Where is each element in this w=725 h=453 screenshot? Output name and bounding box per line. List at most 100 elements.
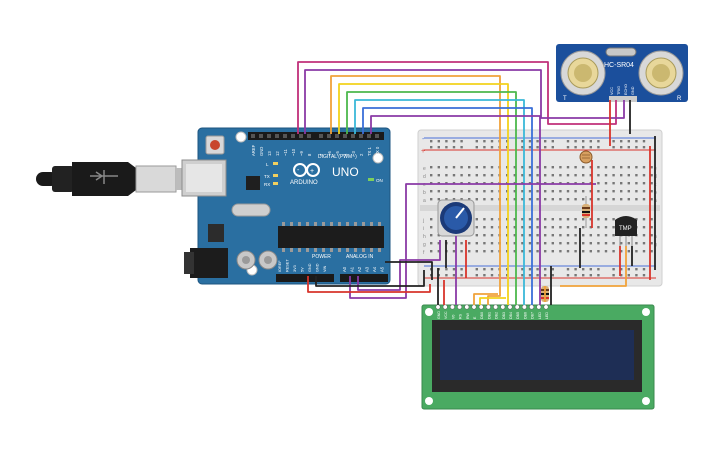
wire-purple-lcd	[370, 115, 541, 305]
terminal-hole	[468, 250, 471, 253]
terminal-hole	[528, 250, 532, 253]
lcd-pin	[514, 304, 520, 310]
rail-hole	[528, 268, 532, 271]
terminal-hole	[536, 166, 539, 169]
terminal-hole	[597, 166, 600, 169]
terminal-hole	[650, 242, 653, 245]
rail-hole	[635, 146, 638, 149]
wire-red-5v	[307, 276, 431, 293]
terminal-hole	[612, 166, 615, 169]
terminal-hole	[544, 250, 547, 253]
rail-plus-top: +	[421, 148, 425, 155]
terminal-hole	[437, 198, 440, 201]
power-pin-label: 5V	[301, 267, 305, 272]
lcd-pin	[464, 304, 470, 310]
row-letter: b	[423, 190, 426, 196]
terminal-hole	[612, 190, 615, 193]
terminal-hole	[551, 198, 554, 201]
terminal-hole	[566, 250, 570, 253]
rail-hole	[627, 274, 630, 277]
terminal-hole	[430, 166, 433, 169]
digital-pin-label: GND	[259, 147, 264, 156]
rail-hole	[536, 146, 539, 149]
rail-hole	[566, 274, 570, 277]
terminal-hole	[559, 242, 562, 245]
rail-hole	[475, 146, 478, 149]
terminal-hole	[597, 182, 600, 185]
terminal-hole	[544, 198, 547, 201]
terminal-hole	[445, 174, 448, 177]
lcd-pin	[435, 304, 441, 310]
lcd-pin-label: DB5	[516, 312, 520, 319]
terminal-hole	[536, 226, 539, 229]
row-letter: j	[653, 218, 655, 224]
terminal-hole	[650, 190, 653, 193]
terminal-hole	[574, 218, 577, 221]
lcd-pin-label: V0	[451, 315, 455, 319]
terminal-hole	[589, 174, 592, 177]
row-letter: h	[423, 234, 426, 240]
terminal-hole	[468, 242, 471, 245]
rail-hole	[544, 274, 547, 277]
terminal-hole	[536, 234, 539, 237]
wire-orange-tmp	[560, 246, 627, 287]
terminal-hole	[437, 166, 440, 169]
terminal-hole	[650, 234, 653, 237]
rail-hole	[597, 140, 600, 143]
rail-hole	[475, 140, 478, 143]
terminal-hole	[650, 226, 653, 229]
terminal-hole	[589, 226, 592, 229]
terminal-hole	[513, 250, 516, 253]
terminal-hole	[483, 190, 486, 193]
digital-pin-label: ~6	[327, 151, 332, 156]
lcd-pin-label: LED	[545, 312, 549, 319]
terminal-hole	[551, 250, 554, 253]
terminal-hole	[483, 166, 486, 169]
rail-hole	[566, 268, 570, 271]
terminal-hole	[513, 234, 516, 237]
terminal-hole	[642, 190, 646, 193]
rail-hole	[452, 140, 456, 143]
terminal-hole	[574, 242, 577, 245]
wire-yellow-e	[479, 297, 506, 305]
terminal-hole	[483, 226, 486, 229]
wire-orange-rs	[473, 293, 498, 305]
terminal-hole	[620, 166, 623, 169]
terminal-hole	[528, 242, 532, 245]
terminal-hole	[620, 190, 623, 193]
led-l-label: L	[266, 162, 269, 167]
terminal-hole	[597, 198, 600, 201]
terminal-hole	[513, 218, 516, 221]
digital-pin-label: 4	[343, 153, 348, 156]
rail-hole	[635, 268, 638, 271]
terminal-hole	[604, 166, 608, 169]
lcd-pin	[521, 304, 527, 310]
row-letter: g	[423, 242, 426, 248]
terminal-hole	[566, 198, 570, 201]
rail-hole	[483, 268, 486, 271]
rail-hole	[528, 146, 532, 149]
power-pin-label: VIN	[323, 265, 327, 272]
terminal-hole	[430, 250, 433, 253]
sensor-pin-label: TRIG	[617, 86, 621, 95]
terminal-hole	[430, 198, 433, 201]
terminal-hole	[490, 174, 494, 177]
terminal-hole	[642, 182, 646, 185]
digital-pin-label: ~11	[283, 149, 288, 156]
terminal-hole	[574, 226, 577, 229]
terminal-hole	[536, 198, 539, 201]
rail-hole	[452, 146, 456, 149]
rail-hole	[521, 146, 524, 149]
terminal-hole	[536, 250, 539, 253]
terminal-hole	[566, 190, 570, 193]
rail-hole	[597, 274, 600, 277]
terminal-hole	[437, 250, 440, 253]
terminal-hole	[544, 234, 547, 237]
terminal-hole	[604, 182, 608, 185]
terminal-hole	[536, 218, 539, 221]
lcd-pin-label: E	[473, 316, 477, 319]
resistor-breadboard	[582, 196, 590, 228]
rail-hole	[582, 146, 585, 149]
